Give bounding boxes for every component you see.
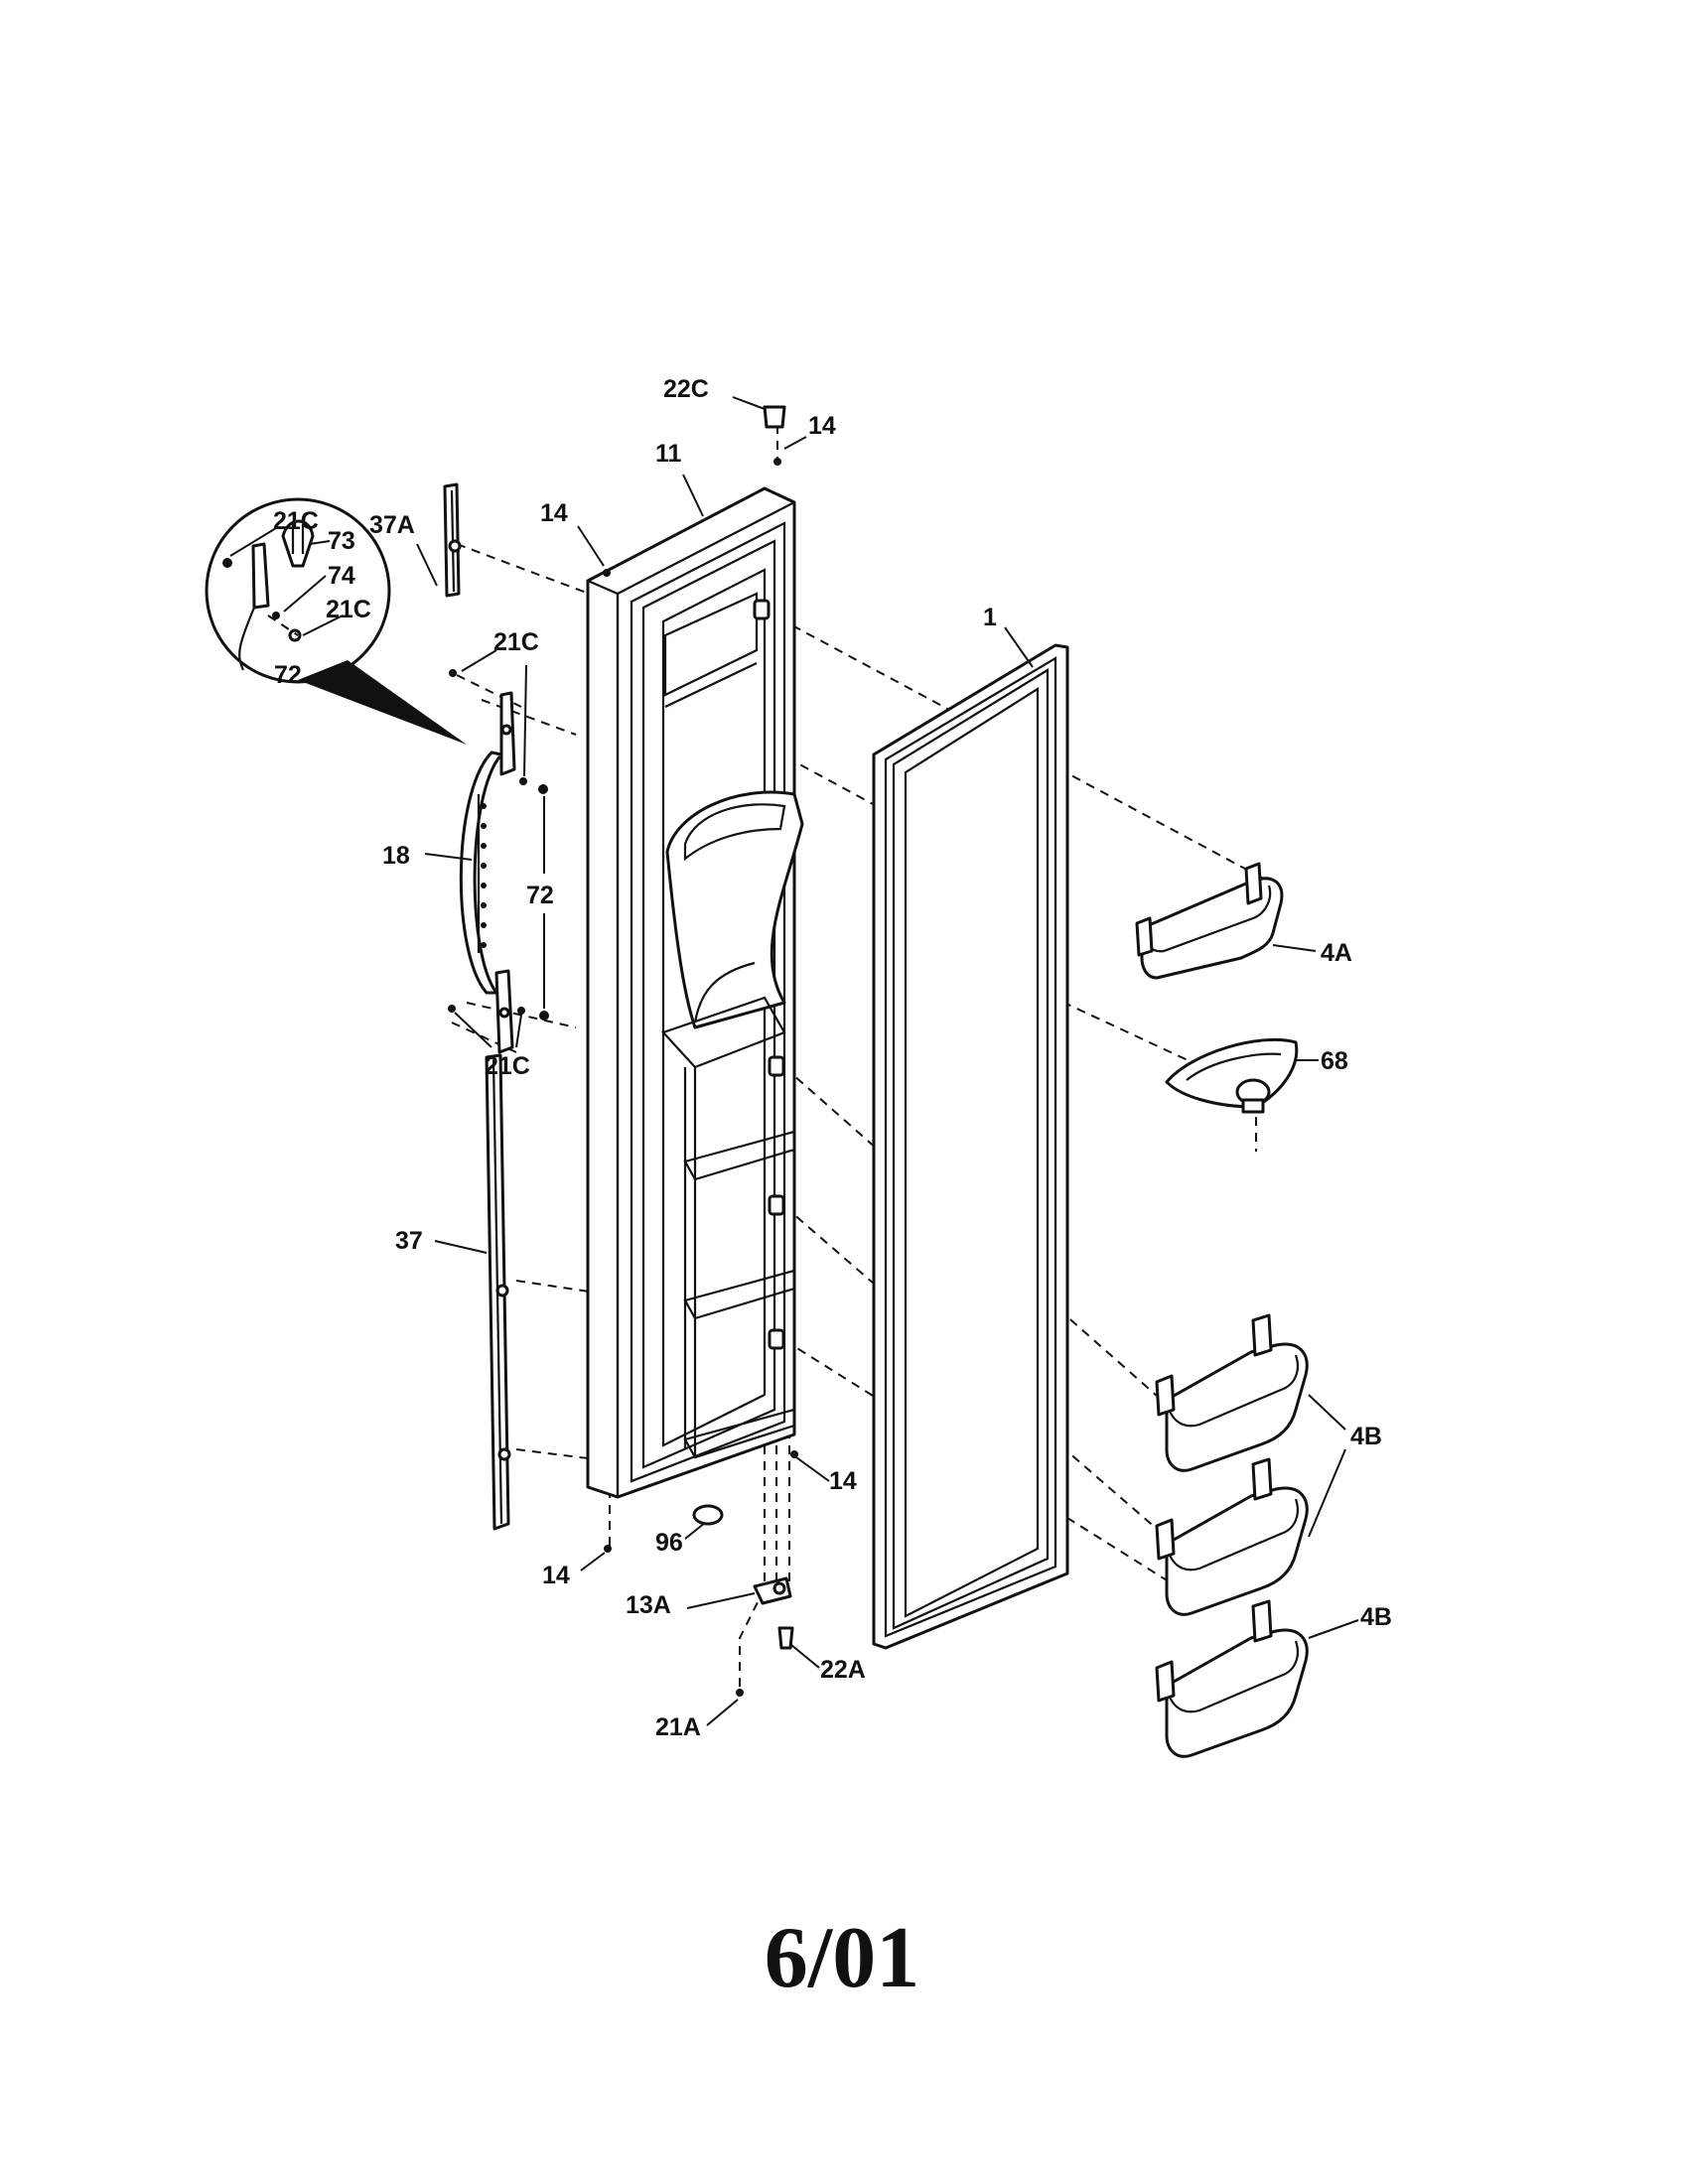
trim-37 [485,1053,511,1531]
label-68: 68 [1321,1047,1348,1075]
door-panel [586,486,804,1499]
label-21C-upper: 21C [493,628,539,656]
label-21C-lower: 21C [485,1052,530,1080]
inset-detail [205,497,467,745]
label-4A: 4A [1321,939,1352,967]
diagram-date-code: 6/01 [764,1910,920,2006]
label-37A: 37A [369,511,415,539]
label-96: 96 [655,1529,683,1557]
label-4B-lower: 4B [1360,1603,1392,1631]
label-11: 11 [655,440,682,468]
label-21A: 21A [655,1713,701,1741]
label-14-top-left: 14 [540,499,568,527]
label-22C-top: 22C [663,375,709,403]
label-14-bottom-right: 14 [829,1467,857,1495]
door-bin-4B-lower [1155,1599,1309,1758]
label-22A: 22A [820,1656,866,1684]
label-37: 37 [395,1227,423,1255]
leader-lines [229,396,1359,1726]
label-13A: 13A [626,1591,671,1619]
door-bin-68 [1165,1037,1299,1114]
label-72-side: 72 [526,882,554,909]
trim-37A [443,482,462,598]
handle-grip-dots [481,803,487,948]
door-bin-4A [1135,862,1284,980]
label-14-top-right: 14 [808,412,836,440]
label-73: 73 [328,527,355,555]
door-bin-4B-middle [1155,1457,1309,1616]
label-72-inset: 72 [274,661,302,689]
label-14-bottom-left: 14 [542,1562,570,1589]
label-74: 74 [328,562,355,590]
assembly-dashed-lines [451,425,1270,1688]
door-bin-4B-upper [1155,1313,1309,1472]
label-1: 1 [983,604,997,631]
callout-labels: 22C 14 11 14 37A 21C 73 74 21C 72 21C 1 … [273,375,1392,1741]
door-gasket [872,643,1069,1650]
label-21C-inset-a: 21C [273,507,319,535]
label-18: 18 [382,842,410,870]
label-21C-inset-b: 21C [326,596,371,623]
fasteners [448,405,798,1697]
label-4B-upper: 4B [1350,1423,1382,1450]
handle-18 [459,691,516,1054]
